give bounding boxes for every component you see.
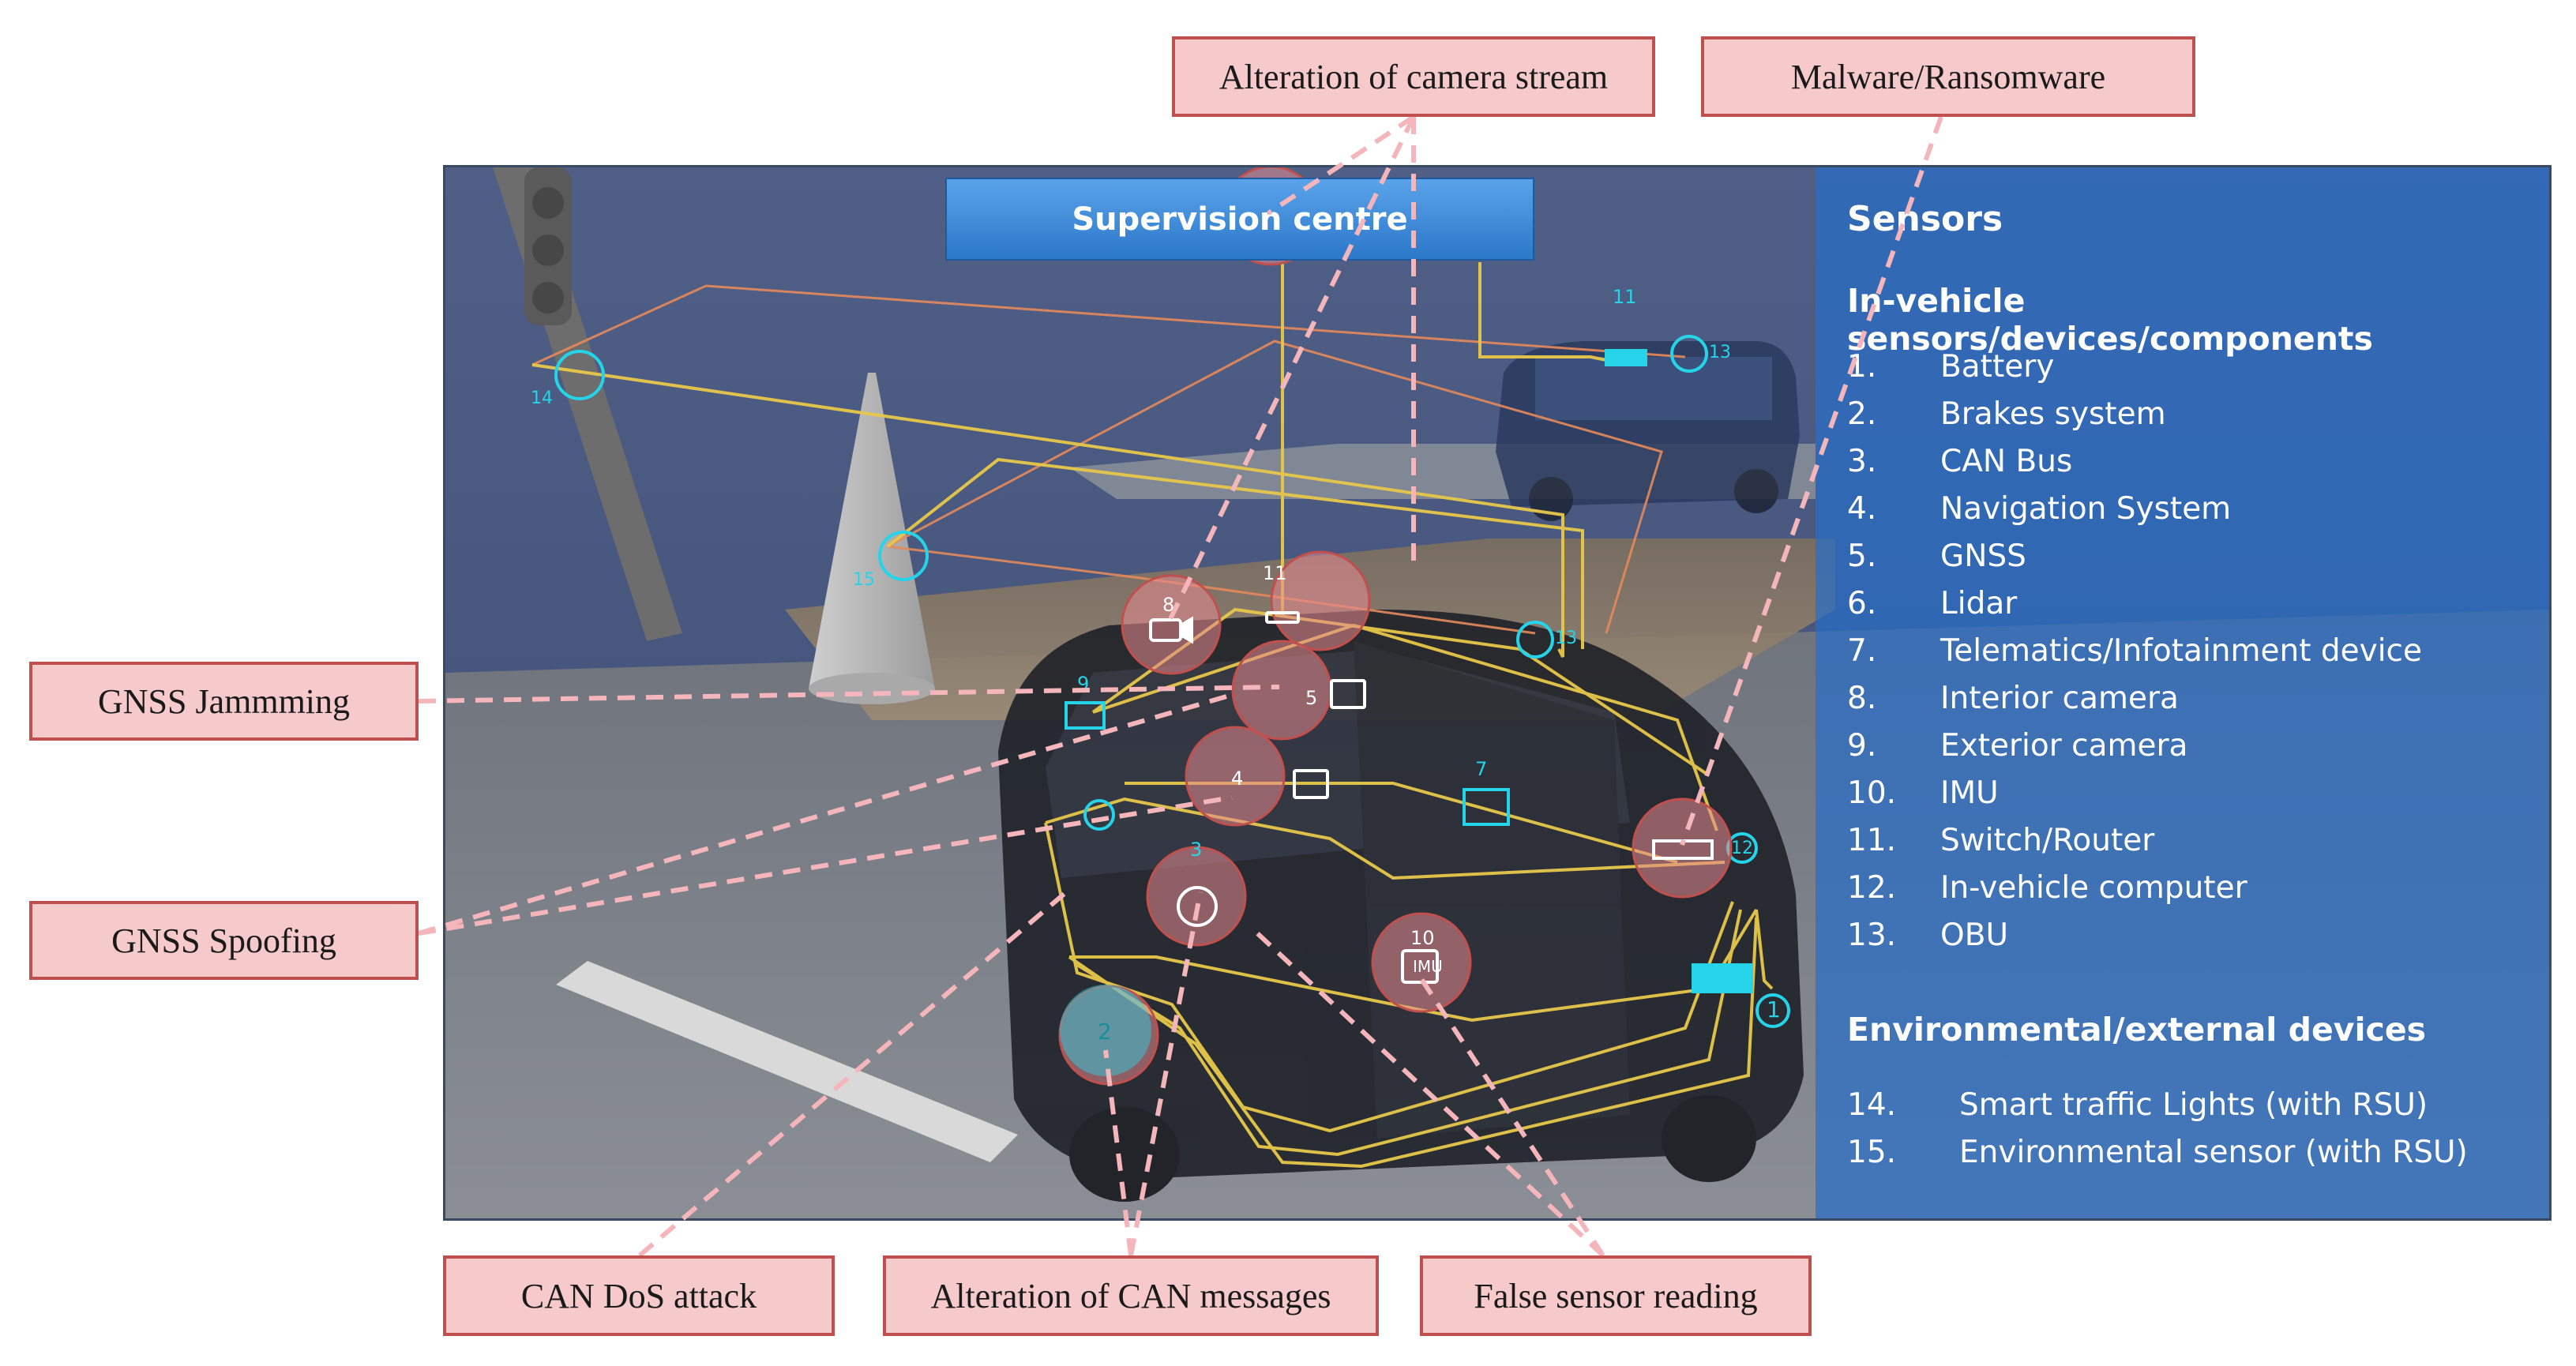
marker-11-vehicle: 11 [1263,562,1287,584]
sensor-item: 6.Lidar [1847,586,2018,621]
false-sensor-attack-text: False sensor reading [1474,1276,1758,1315]
marker-1: 1 [1767,996,1781,1023]
sensor-item: 4.Navigation System [1847,491,2232,527]
sensor-item: 8.Interior camera [1847,681,2179,716]
sensors-panel: Sensors In-vehicle sensors/devices/compo… [1816,167,2549,1218]
can-dos-attack-text: CAN DoS attack [520,1276,757,1315]
sensor-item: 1.Battery [1847,349,2055,385]
marker-10: 10 [1410,927,1435,949]
gnss-spoofing-attack-label: GNSS Spoofing [29,901,419,980]
sensor-item: 2.Brakes system [1847,396,2166,432]
marker-13-vehicle: 13 [1555,629,1577,648]
marker-12: 12 [1731,839,1753,858]
marker-8: 8 [1162,594,1175,616]
sensor-item: 9.Exterior camera [1847,728,2188,764]
sensor-item: 11.Switch/Router [1847,823,2155,858]
environmental-list: 14.Smart traffic Lights (with RSU) 15.En… [1847,1087,2468,1182]
sensor-item: 3.CAN Bus [1847,444,2073,479]
supervision-centre-box: Supervision centre [945,178,1534,261]
can-messages-attack-text: Alteration of CAN messages [930,1276,1331,1315]
sensors-title: Sensors [1847,199,2003,239]
marker-11-back: 11 [1613,286,1637,308]
camera-stream-attack-label: Alteration of camera stream [1172,36,1655,117]
env-item: 15.Environmental sensor (with RSU) [1847,1135,2468,1170]
environmental-subtitle: Environmental/external devices [1847,1011,2427,1049]
sensor-item: 12.In-vehicle computer [1847,870,2247,906]
malware-attack-text: Malware/Ransomware [1790,57,2106,96]
marker-13-back: 13 [1709,343,1731,362]
marker-5: 5 [1305,687,1318,709]
marker-3: 3 [1190,839,1203,861]
can-messages-attack-label: Alteration of CAN messages [883,1255,1379,1336]
sensor-item: 7.Telematics/Infotainment device [1847,633,2422,669]
marker-15: 15 [853,570,875,590]
camera-stream-attack-text: Alteration of camera stream [1219,57,1609,96]
malware-attack-label: Malware/Ransomware [1701,36,2195,117]
marker-4: 4 [1231,767,1244,790]
sensor-item: 5.GNSS [1847,539,2026,574]
marker-2: 2 [1098,1019,1112,1045]
in-vehicle-subtitle: In-vehicle sensors/devices/components [1847,282,2373,358]
marker-9: 9 [1077,673,1090,695]
marker-7: 7 [1475,758,1488,780]
gnss-spoofing-attack-text: GNSS Spoofing [111,921,336,960]
in-vehicle-list: 1.Battery 2.Brakes system 3.CAN Bus 4.Na… [1847,349,2422,965]
scene-illustration: Supervision centre 1 2 3 4 5 7 8 9 10 IM… [443,165,2552,1221]
gnss-jamming-attack-label: GNSS Jammming [29,662,419,741]
false-sensor-attack-label: False sensor reading [1420,1255,1812,1336]
environmental-sensor-cone [809,373,935,689]
sensor-item: 13.OBU [1847,918,2008,953]
sensor-item: 10.IMU [1847,775,1999,811]
gnss-jamming-attack-text: GNSS Jammming [97,681,351,721]
imu-glyph-label: IMU [1413,957,1443,976]
marker-14: 14 [531,388,553,408]
env-item: 14.Smart traffic Lights (with RSU) [1847,1087,2428,1123]
supervision-centre-label: Supervision centre [1072,201,1408,238]
can-dos-attack-label: CAN DoS attack [443,1255,835,1336]
